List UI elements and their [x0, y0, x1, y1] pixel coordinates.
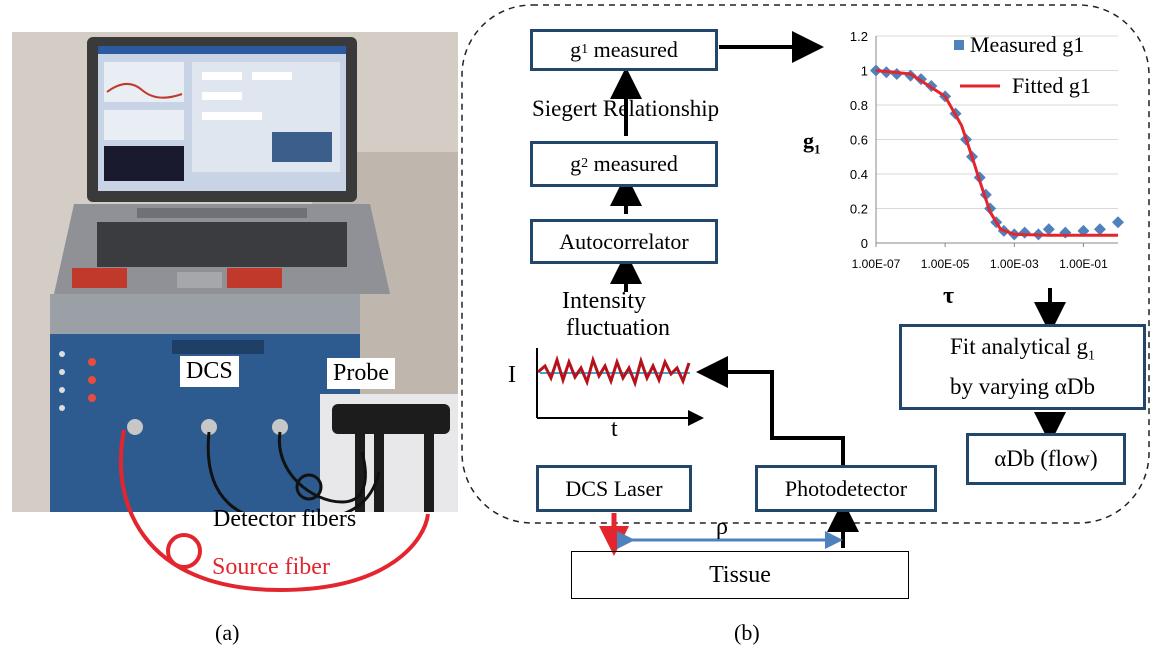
label-probe: Probe	[327, 358, 395, 389]
chart-x-tick-label: 1.00E-07	[852, 257, 901, 271]
flow-box: αDb (flow)	[966, 433, 1126, 485]
intensity-axis-i: I	[508, 362, 516, 388]
tissue-box: Tissue	[571, 551, 909, 599]
legend-label-measured: Measured g1	[970, 32, 1084, 57]
label-source-fiber: Source fiber	[212, 554, 330, 580]
tau-label: τ	[943, 283, 955, 309]
chart-x-tick-label: 1.00E-01	[1059, 257, 1108, 271]
chart-ylabel-main: g	[803, 128, 814, 153]
chart-y-tick-label: 1	[861, 64, 868, 79]
dcs-laser-box: DCS Laser	[536, 465, 692, 512]
chart-y-tick-label: 0.8	[850, 98, 868, 113]
intensity-axis-t: t	[611, 416, 618, 442]
device-illustration	[12, 32, 458, 512]
chart-point-measured	[1059, 226, 1072, 239]
chart-x-tick-label: 1.00E-05	[921, 257, 970, 271]
source-fiber-loop	[166, 533, 202, 569]
chart-ylabel: g1	[803, 128, 821, 157]
tissue-label: Tissue	[709, 561, 771, 588]
arrow-photodetector-to-intensity	[696, 356, 845, 470]
chart-y-tick-label: 0.6	[850, 133, 868, 148]
photodetector-box: Photodetector	[755, 465, 937, 512]
chart-y-tick-label: 0.4	[850, 167, 868, 182]
legend-label-fitted: Fitted g1	[1012, 73, 1091, 98]
chart-y-tick-label: 1.2	[850, 29, 868, 44]
chart-ylabel-sub: 1	[814, 141, 821, 157]
chart-line-fitted	[875, 69, 1118, 237]
caption-a: (a)	[215, 620, 240, 645]
chart-point-measured	[1093, 223, 1106, 236]
intensity-label: Intensity	[562, 288, 646, 314]
chart-x-tick-label: 1.00E-03	[990, 257, 1039, 271]
fluctuation-label: fluctuation	[566, 315, 670, 341]
caption-b: (b)	[734, 620, 760, 645]
intensity-trace	[537, 355, 691, 388]
rho-label: ρ	[716, 514, 728, 540]
chart-point-measured	[1112, 216, 1124, 229]
g1-chart: 0 0.2 0.4 0.6 0.8 1 1.2 1.00E-07 1.00E-05 1.00E-0…	[850, 29, 1124, 271]
autocorrelator-box: Autocorrelator	[530, 219, 718, 264]
chart-y-tick-label: 0	[861, 236, 868, 251]
fit-box: Fit analytical g1 by varying αDb	[899, 324, 1146, 410]
siegert-label: Siegert Relationship	[532, 96, 720, 121]
source-fiber-line	[118, 429, 430, 593]
chart-y-tick-label: 0.2	[850, 202, 868, 217]
dcs-device-photo	[12, 32, 458, 512]
chart-point-measured	[1018, 226, 1031, 239]
label-dcs: DCS	[180, 356, 239, 387]
chart-point-measured	[1042, 223, 1055, 236]
legend-marker-measured	[954, 40, 964, 50]
label-detector-fibers: Detector fibers	[213, 506, 357, 532]
